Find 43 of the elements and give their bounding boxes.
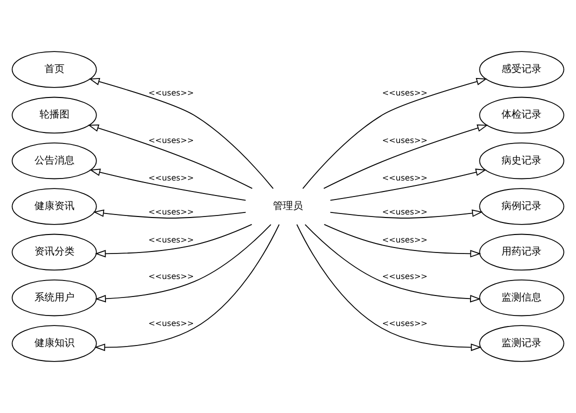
node-ellipse: 用药记录 (479, 234, 564, 271)
edge-label: <<uses>> (382, 136, 428, 146)
node-ellipse: 健康知识 (12, 325, 97, 362)
arrow (93, 209, 246, 219)
arrow (304, 224, 481, 302)
edge-label: <<uses>> (148, 318, 194, 328)
arrow (330, 168, 486, 201)
arrow (94, 224, 280, 352)
node-ellipse: 监测记录 (479, 325, 564, 362)
arrow (330, 209, 483, 219)
edge-label: <<uses>> (148, 88, 194, 98)
node-ellipse: 资讯分类 (12, 234, 97, 271)
arrow (323, 124, 488, 189)
edge-label: <<uses>> (148, 174, 194, 183)
edge-label: <<uses>> (382, 208, 428, 217)
node-ellipse: 体检记录 (479, 96, 564, 134)
edge-label: <<uses>> (382, 174, 428, 183)
arrow (302, 78, 488, 189)
arrow (95, 224, 252, 258)
node-ellipse: 监测信息 (479, 279, 564, 316)
edge-label: <<uses>> (382, 318, 428, 328)
node-ellipse: 轮播图 (12, 96, 97, 134)
arrow (90, 168, 246, 201)
arrow (95, 224, 272, 302)
arrow (88, 124, 253, 189)
edge-label: <<uses>> (382, 236, 428, 244)
node-ellipse: 病史记录 (479, 142, 564, 180)
edge-label: <<uses>> (148, 236, 194, 244)
edge-label: <<uses>> (148, 136, 194, 146)
node-ellipse: 系统用户 (12, 279, 97, 316)
edge-label: <<uses>> (148, 208, 194, 217)
edge-label: <<uses>> (382, 88, 428, 98)
arrow (296, 224, 482, 352)
node-ellipse: 健康资讯 (12, 188, 97, 225)
edge-label: <<uses>> (148, 272, 194, 282)
node-ellipse: 公告消息 (12, 142, 97, 180)
arrow (324, 224, 481, 258)
node-text: 管理员 (273, 201, 303, 212)
node-ellipse: 病例记录 (479, 188, 564, 225)
node-ellipse: 感受记录 (479, 51, 564, 88)
edge-label: <<uses>> (382, 272, 428, 282)
node-ellipse: 首页 (12, 51, 97, 88)
arrow (88, 78, 274, 189)
